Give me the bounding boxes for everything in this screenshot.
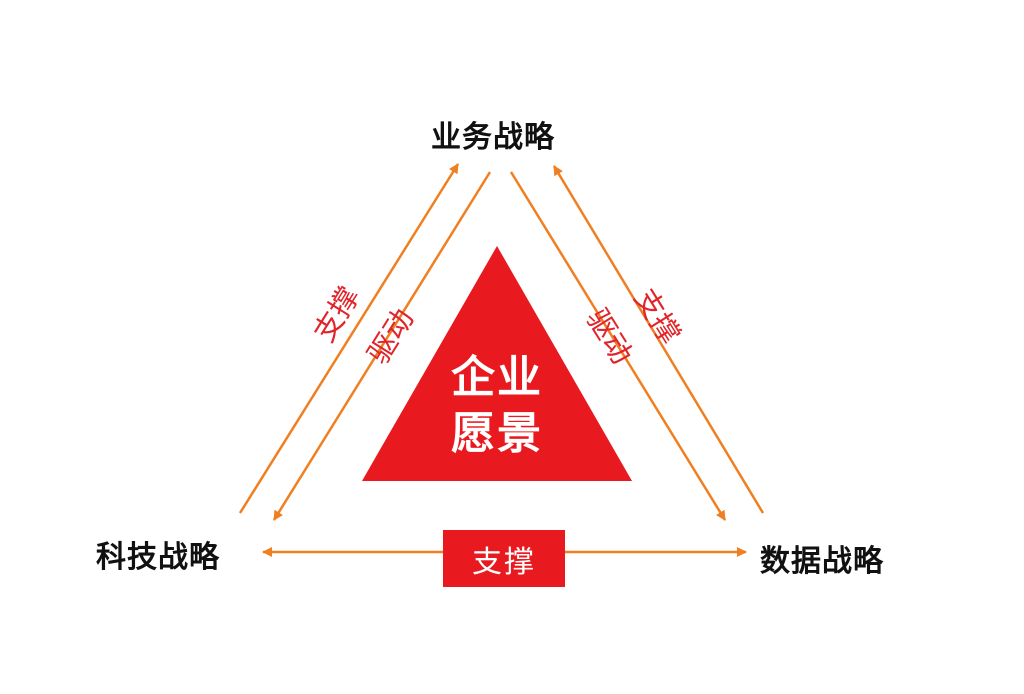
center-text-line2: 愿景 [451, 408, 543, 459]
center-text-line1: 企业 [451, 352, 543, 403]
vision-triangle [362, 246, 632, 481]
right-support-arrow [552, 165, 765, 514]
right-drive-arrow [509, 171, 727, 521]
node-data-strategy: 数据战略 [760, 544, 884, 579]
node-business-strategy: 业务战略 [431, 120, 555, 155]
bottom-support-box: 支撑 [443, 530, 565, 587]
bottom-support-label: 支撑 [472, 544, 536, 580]
left-support-arrow [238, 163, 460, 514]
left-drive-arrow [272, 171, 492, 521]
node-tech-strategy: 科技战略 [96, 540, 220, 575]
